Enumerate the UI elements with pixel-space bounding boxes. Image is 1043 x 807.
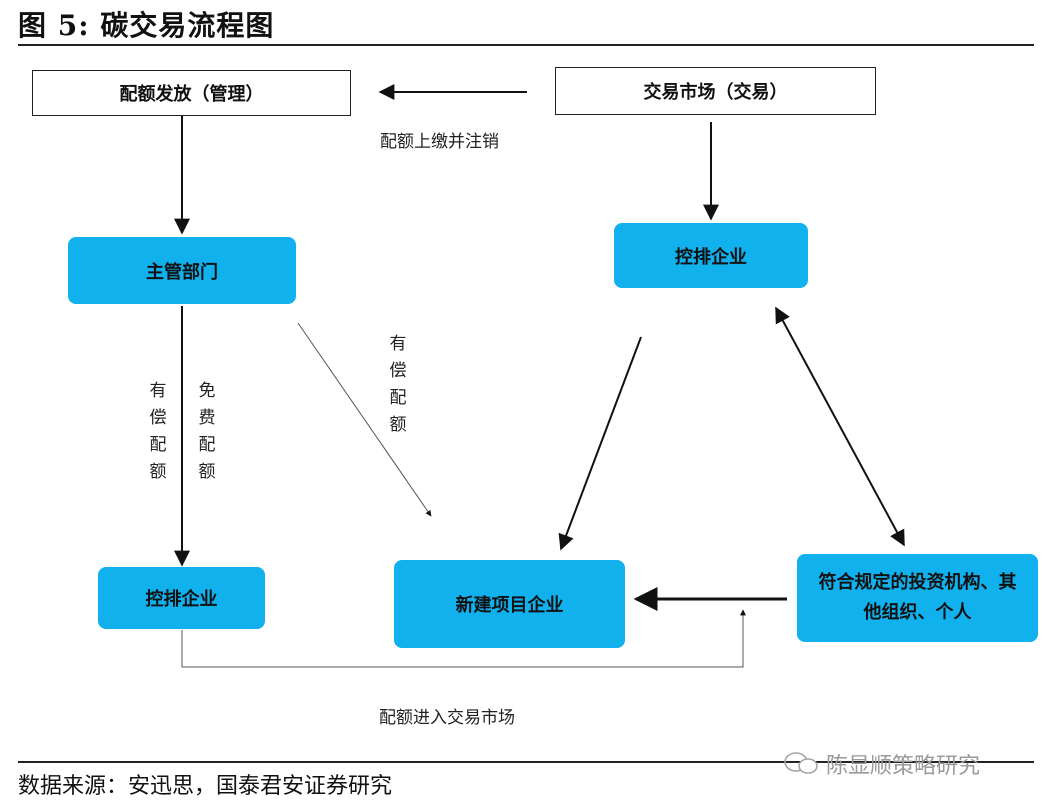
wechat-icon [784,752,818,774]
arrow-emitter-to-market [181,609,746,668]
investors-node: 符合规定的投资机构、其他组织、个人 [797,554,1038,642]
source-note: 数据来源：安迅思，国泰君安证券研究 [18,774,393,799]
arrow-authority-to-newproject [297,322,432,517]
arrow-emitter-to-newproject [558,336,642,551]
authority-node: 主管部门 [68,237,296,304]
quota-issuance-node: 配额发放（管理） [32,70,351,116]
emitter-left-node: 控排企业 [98,567,265,629]
top-rule [18,44,1034,46]
surrender-label: 配额上缴并注销 [380,132,499,152]
arrow-emitter-investors-both [775,306,905,547]
watermark-text: 陈显顺策略研究 [826,754,981,779]
bottom-rule [18,761,1034,763]
paid-quota-vertical-label: 有偿配额 [149,381,167,482]
figure-title: 图 5: 碳交易流程图 [18,9,275,42]
enter-market-label: 配额进入交易市场 [379,708,515,728]
paid-quota-diagonal-label: 有偿配额 [389,334,407,435]
emitter-right-node: 控排企业 [614,223,808,288]
new-project-node: 新建项目企业 [394,560,625,648]
trading-market-node: 交易市场（交易） [555,67,876,115]
free-quota-vertical-label: 免费配额 [198,381,216,482]
